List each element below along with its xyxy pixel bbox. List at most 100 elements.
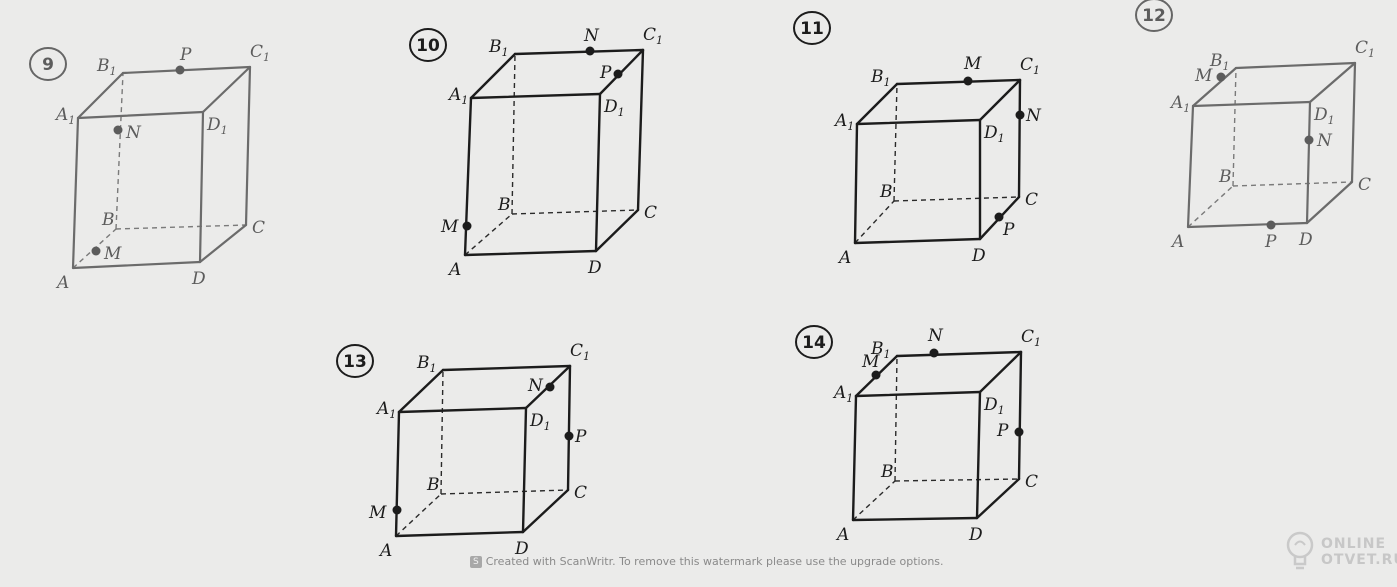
edge-DD1 [198,110,205,264]
vertex-label-B: B [1218,167,1232,187]
point-M [963,76,973,86]
vertex-subscript: 1 [618,106,625,119]
edge-CC1 [1017,78,1022,199]
edge-AA1 [853,122,859,245]
edge-A1D1 [855,118,982,126]
point-label-N: N [1025,106,1042,126]
edge-AD [463,249,598,257]
vertex-label-D: D [971,246,986,266]
vertex-subscript: 1 [884,76,891,89]
vertex-subscript: 1 [502,46,509,59]
vertex-label-A1: A1 [375,399,396,421]
point-label-P: P [574,427,587,447]
vertex-subscript: 1 [389,408,396,421]
vertex-subscript: 1 [110,65,117,78]
figure-number-circle [793,11,831,45]
point-label-N: N [927,326,944,346]
edge-AD [71,260,202,270]
figure-number-circle [29,47,67,81]
point-M [871,370,881,380]
vertex-label-C: C [252,218,265,238]
figure-number: 13 [343,352,367,372]
figure-number-circle [1135,0,1173,32]
figure-number: 12 [1142,6,1166,26]
figure-number-circle [409,28,447,62]
hidden-edge-AB [1187,185,1234,228]
point-N [585,46,595,56]
edge-A1D1 [469,92,602,100]
point-label-N: N [527,376,544,396]
figure-number-badge: 11 [793,11,831,45]
edge-AA1 [851,394,858,522]
vertex-label-D1: D1 [983,123,1005,145]
edge-B1A1 [469,52,517,100]
vertex-subscript: 1 [998,404,1005,417]
point-label-M: M [440,217,459,237]
point-label-P: P [996,421,1009,441]
hidden-edge-BB1 [893,83,898,202]
point-label-P: P [1264,232,1277,252]
vertex-label-D: D [191,269,206,289]
vertex-subscript: 1 [1223,60,1230,73]
hidden-edge-AB [854,200,895,244]
vertex-label-A: A [55,273,69,293]
point-label-M: M [103,244,122,264]
hidden-edge-AB [464,213,513,256]
point-M [1216,72,1226,82]
vertex-label-A: A [447,260,461,280]
point-label-M: M [368,503,387,523]
vertex-subscript: 1 [1034,336,1041,349]
point-label-P: P [1002,220,1015,240]
edge-DC [594,208,640,253]
vertex-label-B1: B1 [488,37,509,59]
point-P [175,65,185,75]
vertex-label-D: D [514,539,529,559]
figure-number-badge: 12 [1135,0,1173,32]
vertex-label-D1: D1 [529,411,551,433]
hidden-edge-BB1 [440,369,444,495]
vertex-label-C1: C1 [1020,55,1040,77]
hidden-edge-BB1 [894,355,898,482]
edge-A1D1 [397,406,528,414]
vertex-label-B: B [426,475,440,495]
edge-A1D1 [76,110,205,120]
edge-B1A1 [397,368,445,414]
vertex-subscript: 1 [1368,47,1375,60]
vertex-label-B1: B1 [870,67,891,89]
figure-number: 11 [800,19,824,39]
edge-DD1 [594,92,602,253]
vertex-label-B: B [880,462,894,482]
vertex-subscript: 1 [998,132,1005,145]
edge-D1C1 [1308,61,1357,104]
point-M [462,221,472,231]
edge-AA1 [1186,104,1195,229]
edge-A1D1 [854,390,982,398]
edge-DD1 [975,390,982,520]
hidden-edge-AB [395,493,442,537]
edge-C1B1 [895,78,1022,86]
watermark-text: Created with ScanWritr. To remove this w… [485,555,944,568]
vertex-subscript: 1 [846,392,853,405]
lightbulb-icon [1286,531,1314,570]
vertex-subscript: 1 [68,114,75,127]
hidden-edge-BB1 [115,72,124,230]
hidden-edge-BC [115,224,247,230]
edge-D1C1 [201,65,252,114]
point-M [91,246,101,256]
site-name: ONLINE OTVET.RU [1321,536,1397,568]
vertex-label-B: B [101,210,115,230]
edge-DC [521,488,570,534]
figure-number-badge: 14 [795,325,833,359]
edge-AD [394,530,525,538]
vertex-label-A: A [378,541,392,561]
edge-B1A1 [855,82,899,126]
point-N [1015,110,1025,120]
vertex-label-C: C [1025,472,1038,492]
hidden-edge-BC [1232,181,1353,187]
point-P [613,69,623,79]
point-label-P: P [179,45,192,65]
point-M [392,505,402,515]
vertex-label-C1: C1 [570,341,590,363]
